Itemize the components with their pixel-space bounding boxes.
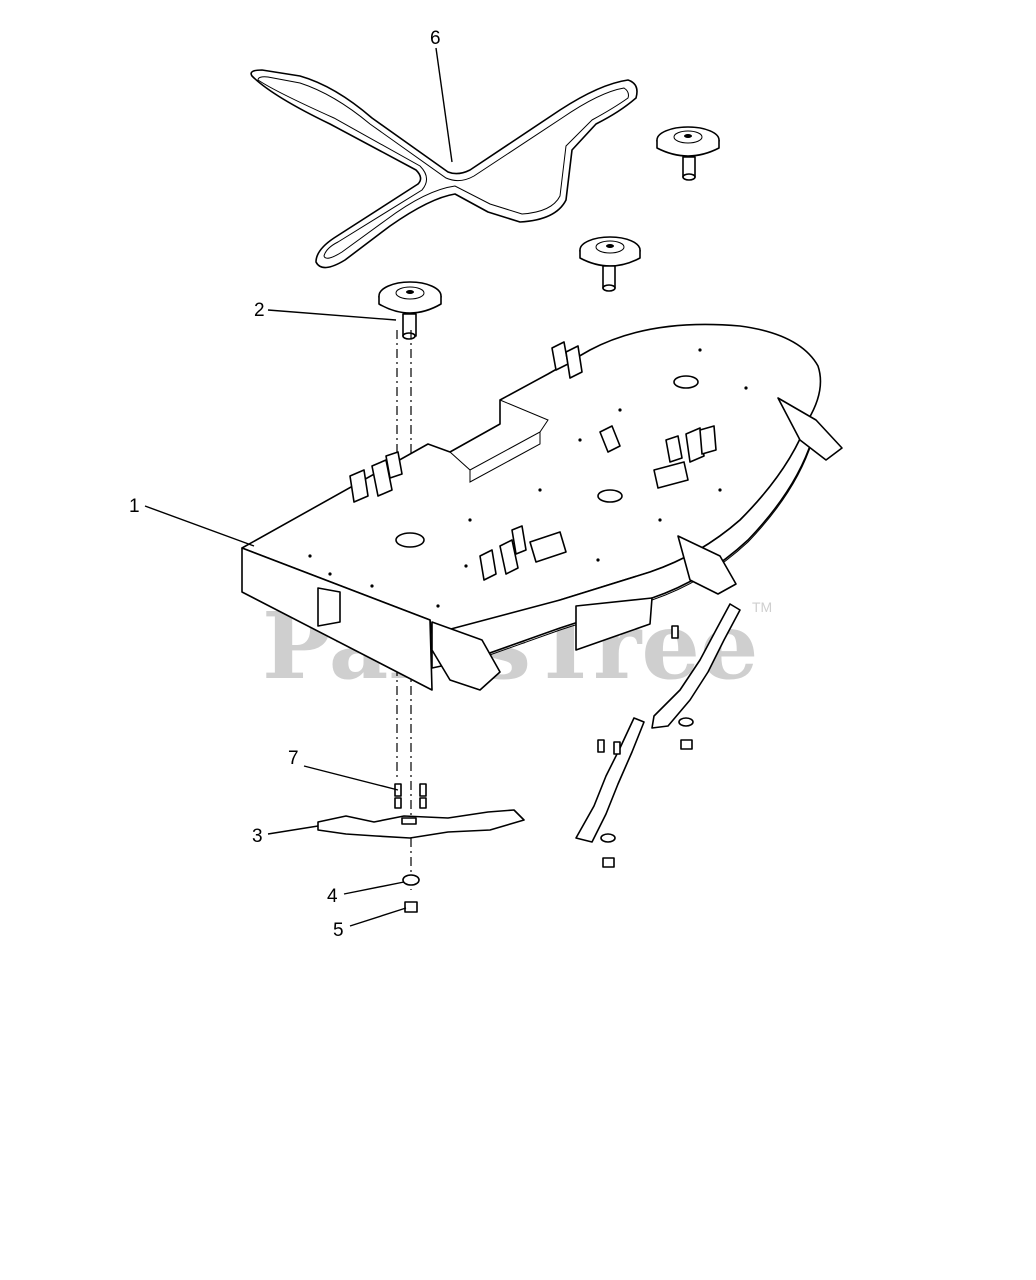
callout-1: 1 [129,496,140,517]
callout-7: 7 [288,748,299,769]
callouts: 1 2 3 4 5 6 7 [129,28,441,941]
callout-2: 2 [254,300,265,321]
spindle-pulley-right [656,126,720,181]
cutter-blade-right-lower [575,717,645,843]
drive-belt [250,69,638,269]
cutter-blade-right-upper [651,603,741,729]
blade-bolts [394,625,679,809]
cutter-blade [317,809,525,839]
callout-4: 4 [327,886,338,907]
callout-6: 6 [430,28,441,49]
blade-nut [404,739,693,913]
callout-3: 3 [252,826,263,847]
watermark-trademark: TM [752,599,772,615]
callout-5: 5 [333,920,344,941]
mower-deck [241,323,843,691]
blade-washer [402,717,694,886]
spindle-pulley-assembly [378,281,442,340]
spindle-pulley-middle [579,236,641,292]
leader-lines [144,47,453,927]
